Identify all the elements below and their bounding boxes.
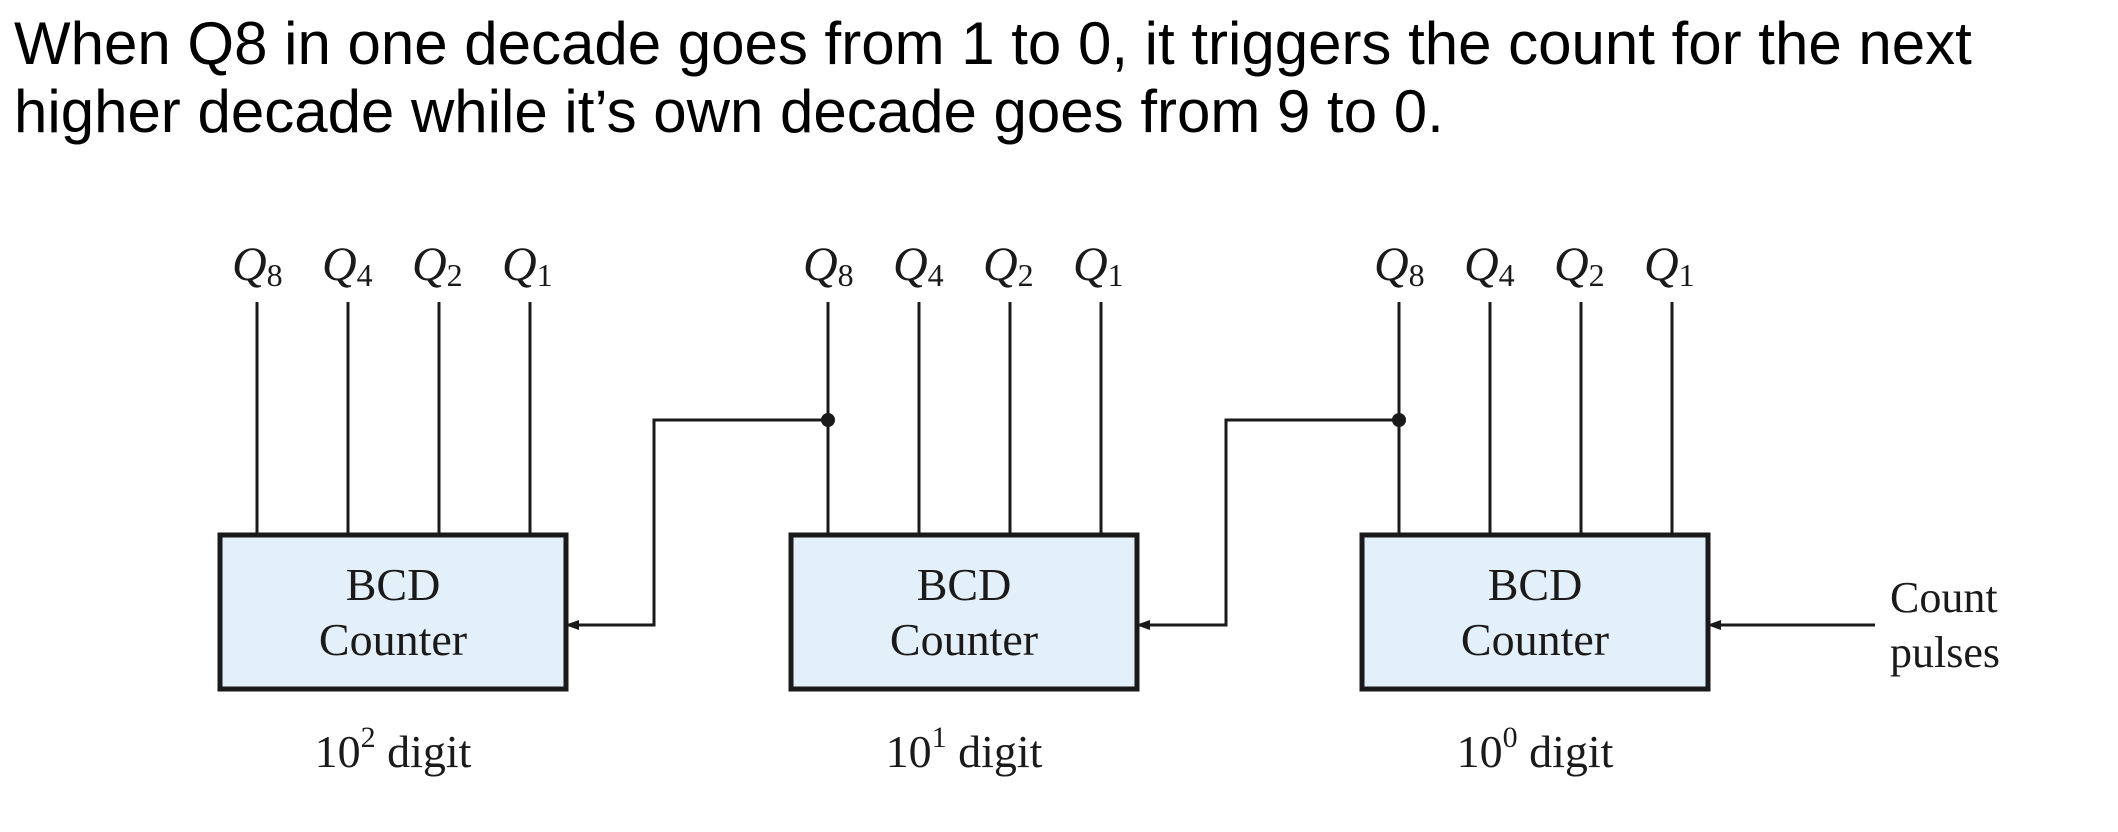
counter-label-line2: Counter	[319, 614, 467, 665]
q1-label: Q1	[1073, 238, 1124, 293]
q1-label: Q1	[1644, 238, 1695, 293]
counter-label-line1: BCD	[917, 559, 1012, 610]
q8-label: Q8	[232, 238, 283, 293]
count-pulses-input: Count pulses	[1707, 573, 2000, 677]
q2-label: Q2	[983, 238, 1034, 293]
carry-wire-tens-to-hundreds	[565, 413, 835, 630]
q8-label: Q8	[803, 238, 854, 293]
caption: When Q8 in one decade goes from 1 to 0, …	[14, 10, 2104, 146]
caption-line-2: higher decade while it’s own decade goes…	[14, 78, 1444, 145]
q8-label: Q8	[1374, 238, 1425, 293]
counter-label-line2: Counter	[890, 614, 1038, 665]
bcd-counter-box	[1359, 532, 1711, 692]
counter-units: Q8 Q4 Q2 Q1 BCD Counter 100 digit	[1359, 238, 1711, 777]
q4-label: Q4	[893, 238, 944, 293]
carry-line	[1136, 418, 1399, 630]
counter-label-line1: BCD	[1488, 559, 1583, 610]
caption-line-1: When Q8 in one decade goes from 1 to 0, …	[14, 10, 1972, 77]
counter-tens: Q8 Q4 Q2 Q1 BCD Counter 101 digit	[788, 238, 1140, 777]
q1-label: Q1	[502, 238, 553, 293]
q4-label: Q4	[322, 238, 373, 293]
digit-label: 102 digit	[315, 721, 472, 777]
counter-label-line1: BCD	[346, 559, 441, 610]
input-label-line1: Count	[1890, 573, 1998, 622]
q2-label: Q2	[1554, 238, 1605, 293]
counter-hundreds: Q8 Q4 Q2 Q1 BCD Counter 102 digit	[217, 238, 569, 777]
bcd-counter-box	[788, 532, 1140, 692]
digit-label: 101 digit	[886, 721, 1043, 777]
digit-label: 100 digit	[1457, 721, 1614, 777]
counter-label-line2: Counter	[1461, 614, 1609, 665]
carry-line	[565, 418, 828, 630]
carry-wire-units-to-tens	[1136, 413, 1406, 630]
input-label-line2: pulses	[1890, 628, 2000, 677]
bcd-counter-box	[217, 532, 569, 692]
q2-label: Q2	[412, 238, 463, 293]
q4-label: Q4	[1464, 238, 1515, 293]
